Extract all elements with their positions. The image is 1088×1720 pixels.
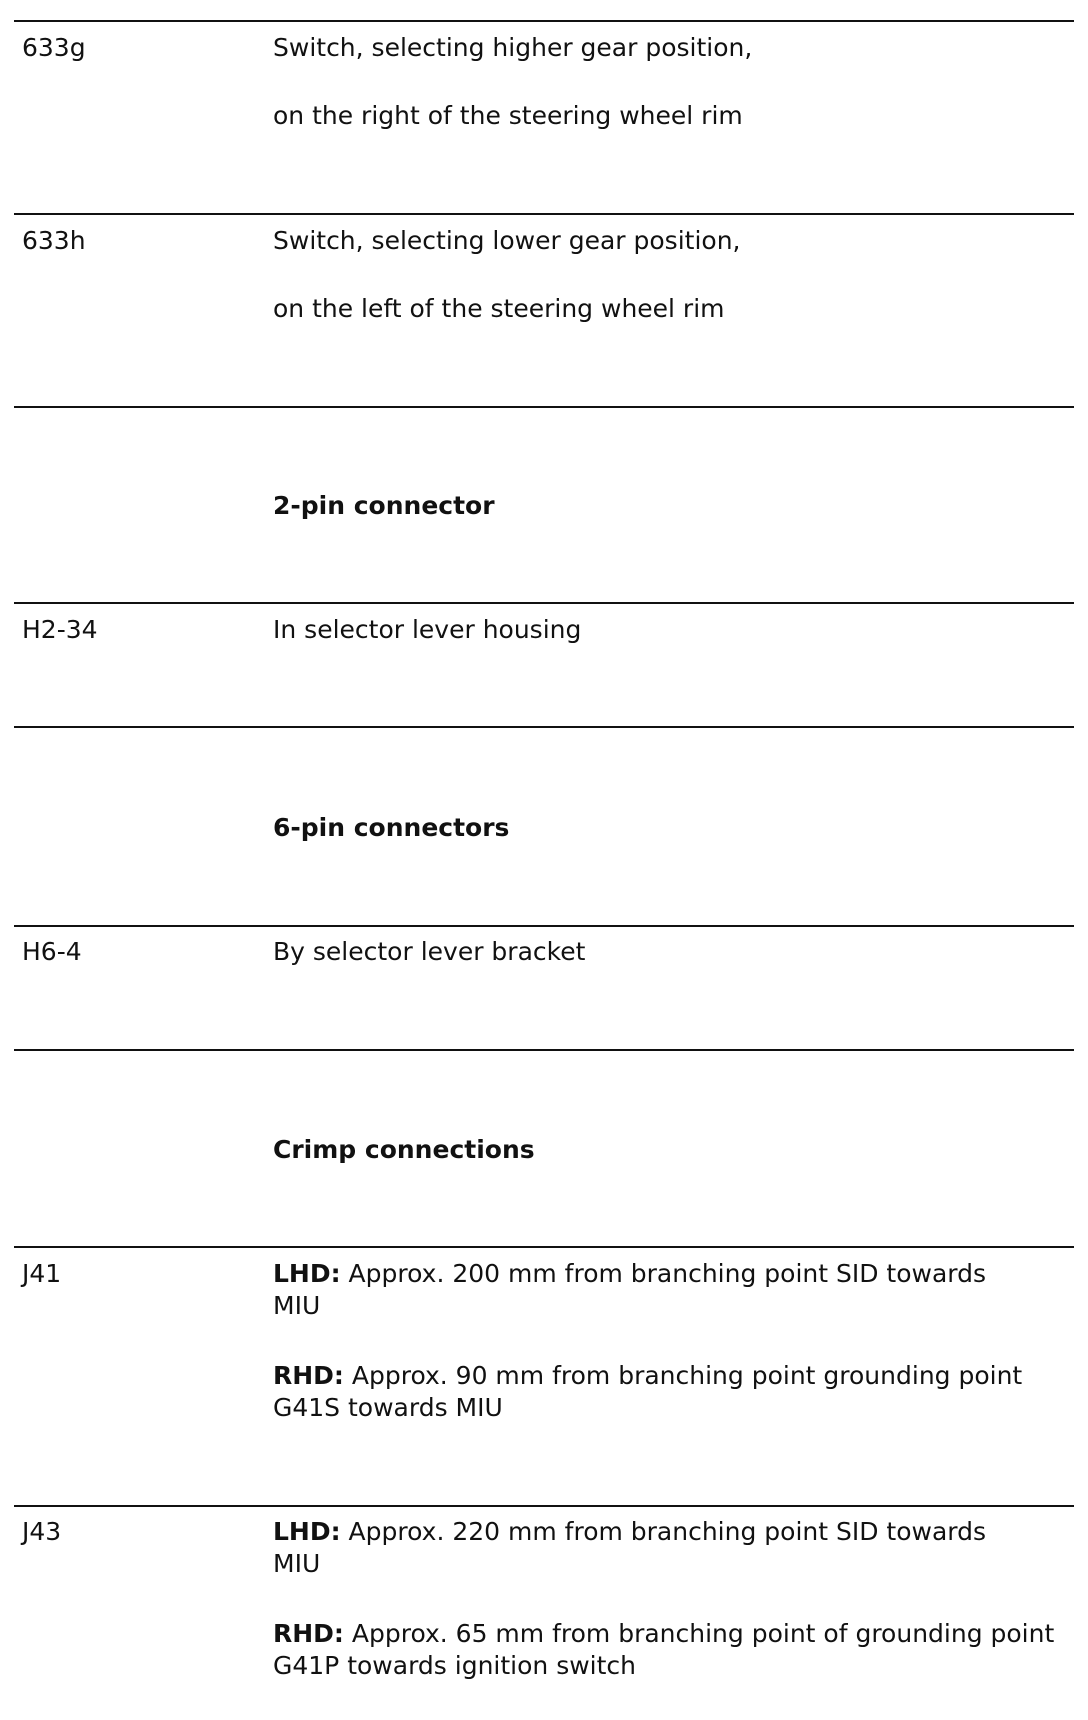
lhd-text: Approx. 220 mm from branching point SID … (273, 1517, 987, 1578)
rhd-text: Approx. 90 mm from branching point groun… (273, 1361, 1023, 1422)
section-divider (14, 1049, 1074, 1051)
connector-code: H2-34 (22, 615, 98, 644)
lhd-label: LHD: (273, 1517, 341, 1546)
component-code: 633h (22, 226, 86, 255)
component-description-line: on the left of the steering wheel rim (273, 294, 725, 323)
component-description-line: Switch, selecting higher gear position, (273, 33, 753, 62)
connector-code: H6-4 (22, 937, 82, 966)
section-divider (14, 406, 1074, 408)
rhd-label: RHD: (273, 1361, 344, 1390)
row-divider (14, 20, 1074, 22)
crimp-code: J43 (22, 1517, 62, 1546)
rhd-location: RHD: Approx. 90 mm from branching point … (273, 1360, 1063, 1424)
lhd-location: LHD: Approx. 200 mm from branching point… (273, 1258, 1013, 1322)
row-divider (14, 1505, 1074, 1507)
lhd-location: LHD: Approx. 220 mm from branching point… (273, 1516, 1013, 1580)
section-heading: Crimp connections (273, 1135, 535, 1164)
crimp-code: J41 (22, 1259, 62, 1288)
section-divider (14, 726, 1074, 728)
section-heading: 6-pin connectors (273, 813, 510, 842)
lhd-text: Approx. 200 mm from branching point SID … (273, 1259, 987, 1320)
lhd-label: LHD: (273, 1259, 341, 1288)
connector-location: In selector lever housing (273, 615, 582, 644)
row-divider (14, 602, 1074, 604)
row-divider (14, 925, 1074, 927)
connector-location: By selector lever bracket (273, 937, 586, 966)
section-heading: 2-pin connector (273, 491, 495, 520)
component-description-line: Switch, selecting lower gear position, (273, 226, 741, 255)
rhd-location: RHD: Approx. 65 mm from branching point … (273, 1618, 1073, 1682)
component-description-line: on the right of the steering wheel rim (273, 101, 743, 130)
component-code: 633g (22, 33, 86, 62)
rhd-text: Approx. 65 mm from branching point of gr… (273, 1619, 1055, 1680)
row-divider (14, 213, 1074, 215)
row-divider (14, 1246, 1074, 1248)
rhd-label: RHD: (273, 1619, 344, 1648)
